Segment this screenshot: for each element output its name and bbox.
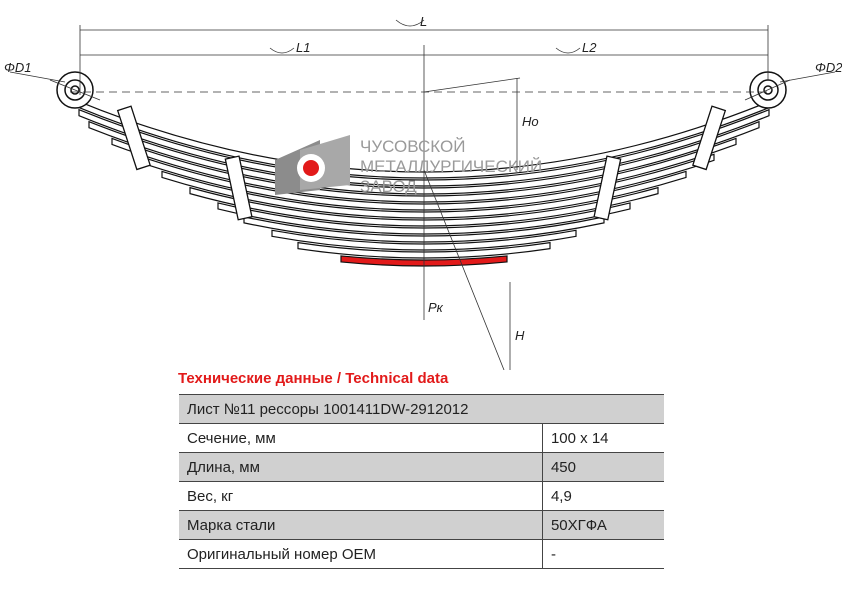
table-row: Оригинальный номер OEM- bbox=[179, 539, 664, 569]
spring-leaf bbox=[243, 216, 605, 243]
spring-leaf bbox=[133, 153, 715, 211]
dimension-lines bbox=[9, 19, 836, 370]
dim-L: L bbox=[420, 14, 427, 29]
spring-leaf bbox=[271, 229, 577, 251]
load-Pk: Pк bbox=[428, 300, 444, 315]
spring-clamp bbox=[224, 155, 253, 221]
technical-data-table: Лист №11 рессоры 1001411DW-2912012 Сечен… bbox=[179, 394, 664, 569]
company-logo: ЧУСОВСКОЙ МЕТАЛЛУРГИЧЕСКИЙ ЗАВОД bbox=[275, 135, 542, 196]
dim-L1: L1 bbox=[296, 40, 310, 55]
row-label: Длина, мм bbox=[179, 452, 543, 482]
row-value: 450 bbox=[541, 452, 664, 482]
dim-H: H bbox=[515, 328, 525, 343]
dim-D2: ΦD2 bbox=[815, 60, 842, 75]
dim-D1: ΦD1 bbox=[4, 60, 32, 75]
svg-text:МЕТАЛЛУРГИЧЕСКИЙ: МЕТАЛЛУРГИЧЕСКИЙ bbox=[360, 157, 542, 176]
row-value: 50ХГФА bbox=[541, 510, 664, 540]
spring-clamp bbox=[116, 105, 151, 171]
dim-L2: L2 bbox=[582, 40, 597, 55]
spring-leaves bbox=[56, 71, 787, 267]
row-value: 100 x 14 bbox=[541, 423, 664, 453]
row-label: Вес, кг bbox=[179, 481, 543, 511]
section-title: Технические данные / Technical data bbox=[178, 370, 449, 387]
spring-clamp bbox=[593, 155, 622, 221]
spring-leaf bbox=[297, 241, 551, 259]
row-label: Сечение, мм bbox=[179, 423, 543, 453]
svg-text:ЗАВОД: ЗАВОД bbox=[360, 177, 417, 196]
table-header: Лист №11 рессоры 1001411DW-2912012 bbox=[179, 394, 664, 424]
svg-text:ЧУСОВСКОЙ: ЧУСОВСКОЙ bbox=[360, 137, 465, 156]
row-value: - bbox=[541, 539, 664, 569]
spring-clamp bbox=[692, 105, 727, 171]
table-header-row: Лист №11 рессоры 1001411DW-2912012 bbox=[179, 394, 664, 424]
spring-leaf bbox=[161, 170, 687, 219]
dim-Ho: Ho bbox=[522, 114, 539, 129]
row-value: 4,9 bbox=[541, 481, 664, 511]
spring-leaf bbox=[189, 186, 659, 227]
leaf-spring-drawing: L L1 L2 ΦD1 ΦD2 Ho H Pк ЧУСОВСКОЙ МЕТАЛЛ… bbox=[4, 14, 842, 370]
row-label: Оригинальный номер OEM bbox=[179, 539, 543, 569]
spring-leaf bbox=[217, 202, 631, 235]
row-label: Марка стали bbox=[179, 510, 543, 540]
